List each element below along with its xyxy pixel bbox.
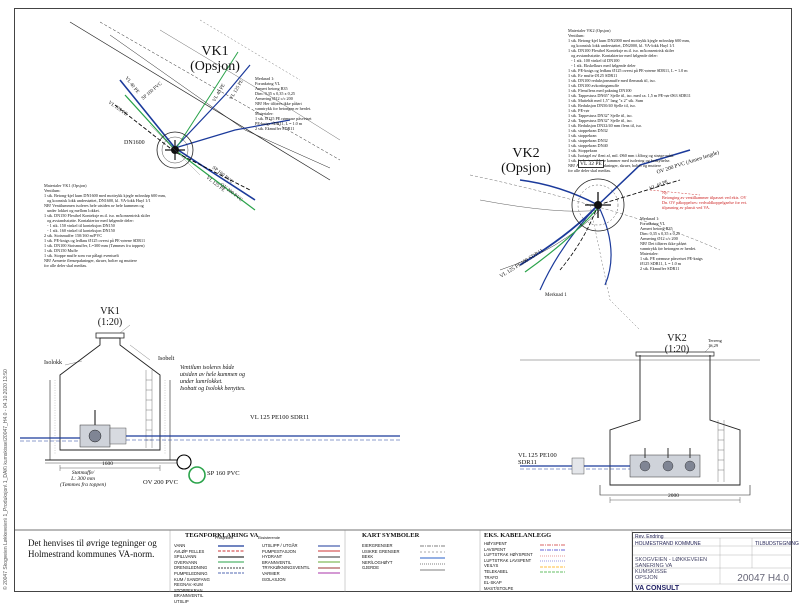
drawing-frame [14, 8, 792, 592]
vk1-sp-label: SP 160 PVC [207, 470, 240, 477]
tb-project: SKOGVEIEN - LØKKEVEIEN SANERING VA KUMSK… [635, 557, 708, 581]
svg-text:VL 125 PE: VL 125 PE [229, 79, 244, 101]
tb-drawing-number: 20047 H4.0 [737, 573, 789, 584]
tb-rev-header: Rev. Endring [635, 534, 664, 540]
vk2-vl32-label: VL 32 PE [578, 160, 604, 168]
svg-text:VL 125 PE: VL 125 PE [107, 101, 128, 118]
svg-text:Merknad 1: Merknad 1 [545, 293, 567, 298]
vk2-red-note: Ny: Betonging av ventilkammer tilpasset … [662, 190, 748, 210]
vk1-materials-note: Materialer VK1 (Opsjon) Ventilum: 1 stk.… [44, 183, 166, 268]
vk2-plan [469, 149, 721, 331]
vk1-insulation-note: Ventilum isoleres både utsiden av hele k… [180, 365, 246, 392]
vk2-dim-width: 2000 [668, 493, 679, 499]
legend-swatches [218, 544, 565, 574]
svg-text:VL 125 PE100 SDR11: VL 125 PE100 SDR11 [499, 248, 545, 280]
vk1-plan-title: VK1 (Opsjon) [190, 44, 240, 74]
vk2-plan-title: VK2 (Opsjon) [501, 146, 551, 176]
svg-text:VL 40 PE: VL 40 PE [123, 76, 139, 95]
vk1-dn-label: DN1600 [124, 140, 145, 146]
tb-tender: TILBUDSTEGNING [755, 541, 799, 547]
reference-note: Det henvises til øvrige tegninger og Hol… [28, 538, 157, 559]
legend-va-col1: VANN AVLØP FELLES SPILLVANN OVERVANN DRE… [174, 543, 210, 604]
vk1-dim-width: 1600 [102, 461, 113, 467]
legend-va-title: TEGNFORKLARING VA [185, 532, 259, 539]
title-block: Rev. Endring HOLMESTRAND KOMMUNE TILBUDS… [632, 532, 799, 592]
vk1-merknad-note: Merknad 1: Forankring VL Armert betong B… [255, 76, 312, 131]
legend-kabel-col: HØYSPENT LAVSPENT LUFTSTRAK HØYSPENT LUF… [484, 541, 533, 591]
vk1-plan [69, 19, 341, 211]
vk1-isobelt-label: Isobelt [158, 356, 175, 362]
vk2-vl-pipe-label: VL 125 PE100 SDR11 [518, 452, 557, 466]
tb-client: HOLMESTRAND KOMMUNE [635, 541, 701, 547]
legend-kabel-title: EKS. KABELANLEGG [484, 532, 552, 539]
vk2-section [520, 344, 760, 503]
legend-header-existing: Eksisterende [258, 536, 280, 540]
vk2-terreng-label: Terreng 16,29 [708, 338, 722, 348]
vk2-section-title: VK2 (1:20) [664, 333, 690, 355]
title-block-grid [632, 537, 792, 585]
vk2-materials-note: Materialer VK2 (Opsjon) Ventilum: 1 stk.… [568, 28, 691, 173]
vk1-stossmuffe-label: Støtmuffe/ L: 300 mm (Tømmes fra toppen) [60, 470, 107, 488]
tb-company-logo: VA CONSULT [635, 585, 680, 592]
legend-header-planned: Prosjektert [215, 536, 234, 540]
vk2-merknad-note: Merknad 1: Forankring VL Armert betong B… [640, 216, 703, 271]
svg-text:SP 160 PVC: SP 160 PVC [141, 81, 164, 101]
legend-kart-title: KART SYMBOLER [362, 532, 420, 539]
vk1-ov-label: OV 200 PVC [143, 479, 178, 486]
vk1-isolokk-label: Isolokk [44, 360, 62, 366]
vk1-section-title: VK1 (1:20) [97, 306, 123, 328]
vk1-vl-pipe-label: VL 125 PE100 SDR11 [250, 414, 310, 421]
legend-kart-col: EIERGRENSER USIKRE GRENSER BEKK NER/LOGH… [362, 543, 400, 571]
vk1-section [20, 324, 400, 484]
legend-va-col2: UTSLIPP / UTGÅR PUMPESTASJON HYDRANT BRA… [262, 543, 310, 582]
